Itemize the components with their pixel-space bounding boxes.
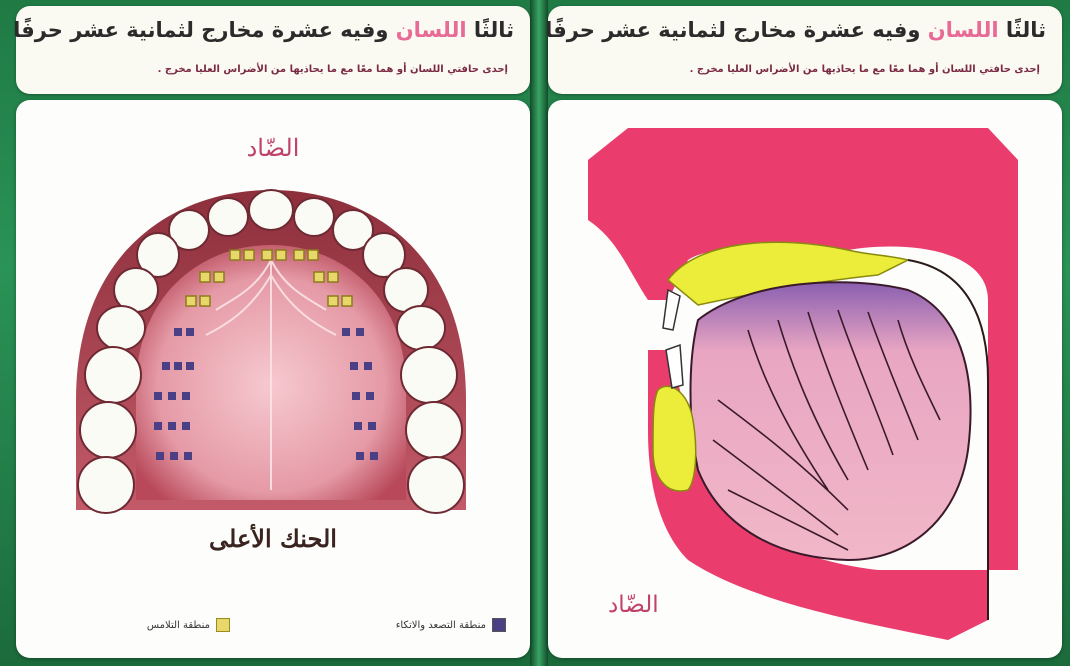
- book-spine: [530, 0, 548, 666]
- palate-letter-label: الضّاد: [16, 134, 530, 162]
- title-rest: وفيه عشرة مخارج لثمانية عشر حرفًا: [545, 18, 920, 42]
- title-prefix: ثالثًا: [1006, 18, 1046, 42]
- legend-contact-area: منطقة التلامس: [147, 618, 230, 632]
- title-prefix: ثالثًا: [474, 18, 514, 42]
- tongue: [691, 282, 971, 560]
- legend-contact-label: منطقة التلامس: [147, 620, 210, 631]
- palate-header-subtitle: إحدى حافتي اللسان أو هما معًا مع ما يحاذ…: [158, 64, 508, 75]
- sagittal-illustration: [548, 100, 1062, 658]
- sagittal-card: الضّاد: [548, 100, 1062, 658]
- sagittal-panel: ثالثًا اللسان وفيه عشرة مخارج لثمانية عش…: [548, 6, 1062, 658]
- legend-rise-label: منطقة التصعد والاتكاء: [396, 620, 486, 631]
- sagittal-header: ثالثًا اللسان وفيه عشرة مخارج لثمانية عش…: [548, 6, 1062, 94]
- lower-jaw: [653, 386, 696, 491]
- sagittal-letter-label: الضّاد: [608, 592, 659, 618]
- title-highlight: اللسان: [928, 18, 999, 42]
- palate-header: ثالثًا اللسان وفيه عشرة مخارج لثمانية عش…: [16, 6, 530, 94]
- sagittal-header-title: ثالثًا اللسان وفيه عشرة مخارج لثمانية عش…: [545, 18, 1046, 42]
- legend-rise-area: منطقة التصعد والاتكاء: [396, 618, 506, 632]
- palate-header-title: ثالثًا اللسان وفيه عشرة مخارج لثمانية عش…: [13, 18, 514, 42]
- purple-swatch-icon: [492, 618, 506, 632]
- upper-palate-label: الحنك الأعلى: [16, 524, 530, 553]
- sagittal-header-subtitle: إحدى حافتي اللسان أو هما معًا مع ما يحاذ…: [690, 64, 1040, 75]
- title-highlight: اللسان: [396, 18, 467, 42]
- palate-illustration: [16, 100, 530, 658]
- palate-card: الضّاد الحنك الأعلى منطقة التصعد والاتكا…: [16, 100, 530, 658]
- palate-panel: ثالثًا اللسان وفيه عشرة مخارج لثمانية عش…: [16, 6, 530, 658]
- yellow-swatch-icon: [216, 618, 230, 632]
- title-rest: وفيه عشرة مخارج لثمانية عشر حرفًا: [13, 18, 388, 42]
